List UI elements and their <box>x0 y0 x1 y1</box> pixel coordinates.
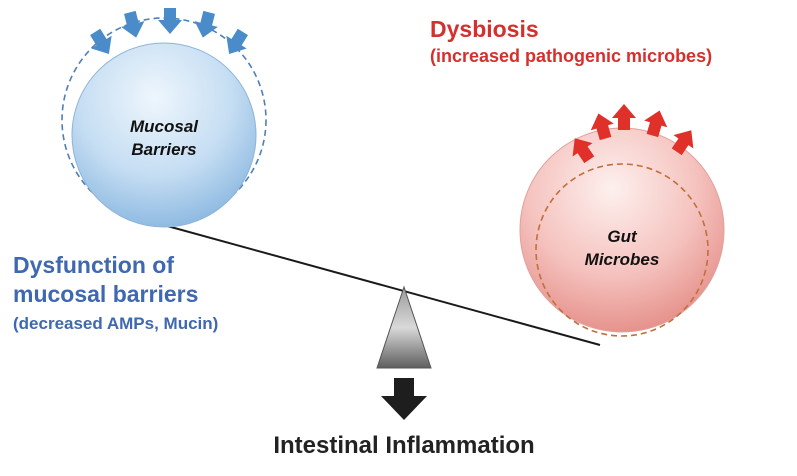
down-arrow-icon <box>381 378 427 420</box>
mucosal-barriers-label-line2: Barriers <box>131 140 197 159</box>
inward-arrow-icon <box>226 28 248 55</box>
outward-arrow-icon <box>671 130 694 156</box>
inward-arrow-icon <box>194 10 218 38</box>
outward-arrow-icon <box>590 113 614 141</box>
inward-arrow-icon <box>158 8 182 34</box>
gut-microbes-label: Gut Microbes <box>574 225 670 271</box>
dysbiosis-heading: Dysbiosis <box>430 16 539 42</box>
gut-microbes-dashed-outline <box>535 163 709 337</box>
balance-beam <box>159 223 601 346</box>
inward-arrows <box>90 8 248 55</box>
dysfunction-subheading: (decreased AMPs, Mucin) <box>13 314 219 333</box>
outward-arrow-icon <box>612 104 636 130</box>
gut-microbes-label-line2: Microbes <box>584 250 660 269</box>
outward-arrow-icon <box>644 110 668 138</box>
dysfunction-heading-line1: Dysfunction of <box>13 252 174 278</box>
fulcrum-triangle <box>376 285 432 369</box>
mucosal-barriers-label-line1: Mucosal <box>129 117 199 136</box>
outward-arrow-icon <box>572 138 595 164</box>
mucosal-barriers-label: Mucosal Barriers <box>116 115 212 161</box>
dysbiosis-subheading: (increased pathogenic microbes) <box>430 46 713 66</box>
gut-microbes-label-line1: Gut <box>607 227 637 246</box>
mucosal-barriers-circle <box>71 42 257 228</box>
inward-arrow-icon <box>90 28 112 55</box>
mucosal-barrier-dashed-outline <box>61 17 267 223</box>
dysfunction-heading-line2: mucosal barriers <box>13 281 199 307</box>
outward-arrows <box>572 104 694 164</box>
intestinal-inflammation-label: Intestinal Inflammation <box>273 432 535 459</box>
inward-arrow-icon <box>121 10 145 38</box>
